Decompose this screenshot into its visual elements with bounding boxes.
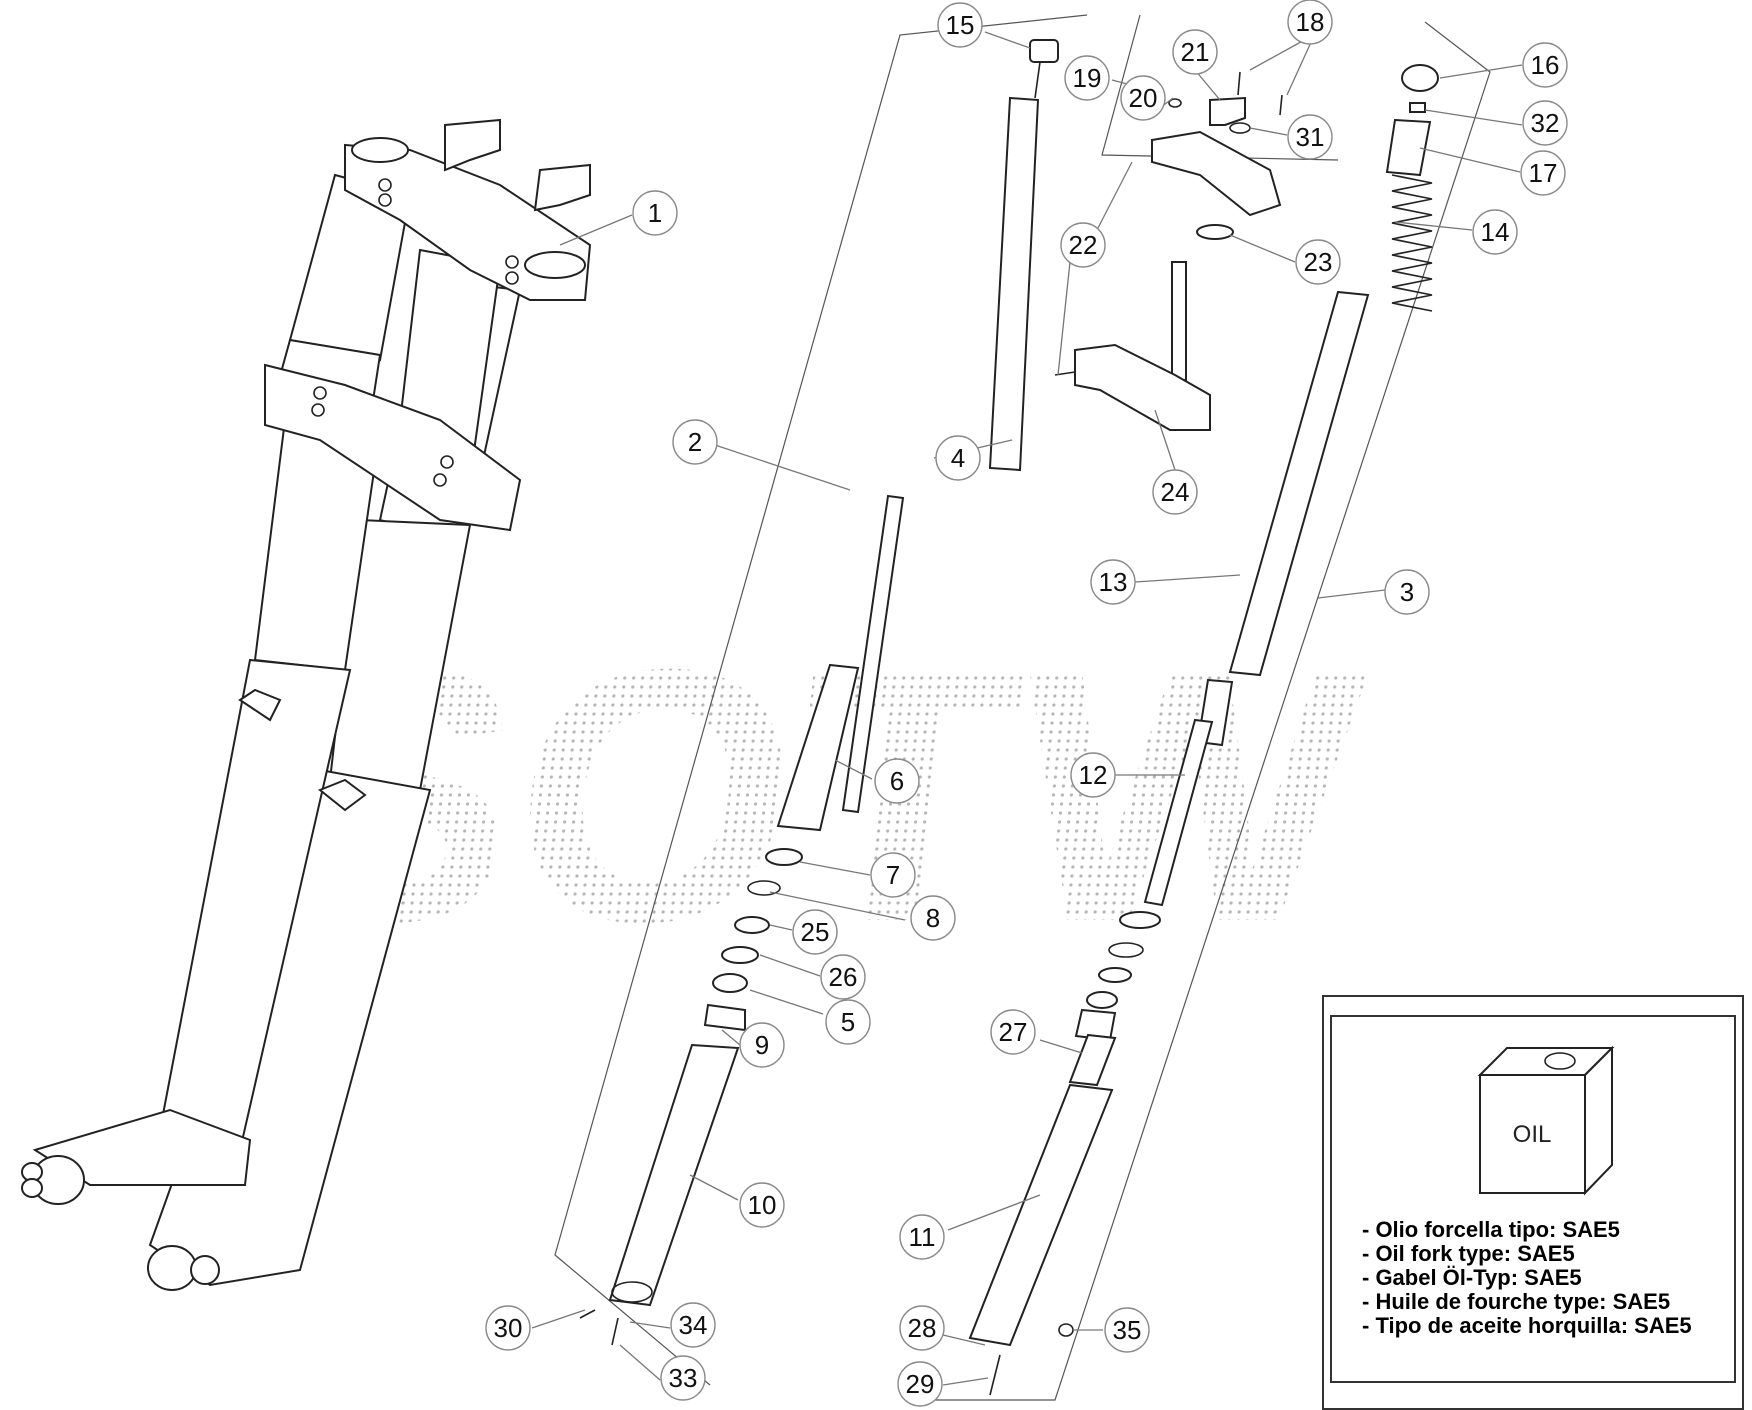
svg-text:26: 26 — [829, 962, 858, 992]
svg-text:35: 35 — [1113, 1315, 1142, 1345]
oil-note-es: - Tipo de aceite horquilla: SAE5 — [1362, 1313, 1692, 1338]
svg-text:27: 27 — [999, 1017, 1028, 1047]
svg-text:29: 29 — [906, 1369, 935, 1399]
callout-13: 13 — [1090, 559, 1136, 605]
callout-27: 27 — [990, 1009, 1036, 1055]
callout-25: 25 — [792, 909, 838, 955]
callout-11: 11 — [899, 1214, 945, 1260]
oil-can-label: OIL — [1513, 1121, 1552, 1148]
oil-notes: - Olio forcella tipo: SAE5 - Oil fork ty… — [1362, 1218, 1692, 1338]
callout-14: 14 — [1472, 209, 1518, 255]
svg-text:32: 32 — [1531, 108, 1560, 138]
svg-text:24: 24 — [1161, 477, 1190, 507]
svg-text:7: 7 — [886, 860, 900, 890]
callout-31: 31 — [1287, 114, 1333, 160]
svg-text:28: 28 — [908, 1313, 937, 1343]
callout-33: 33 — [660, 1355, 706, 1401]
callout-23: 23 — [1295, 239, 1341, 285]
svg-text:6: 6 — [890, 766, 904, 796]
svg-text:19: 19 — [1073, 63, 1102, 93]
svg-text:4: 4 — [951, 443, 965, 473]
callout-4: 4 — [935, 435, 981, 481]
svg-text:34: 34 — [679, 1310, 708, 1340]
callout-29: 29 — [897, 1361, 943, 1407]
svg-text:18: 18 — [1296, 7, 1325, 37]
callout-34: 34 — [670, 1302, 716, 1348]
svg-text:22: 22 — [1069, 230, 1098, 260]
callouts: 1 2 3 4 5 6 7 8 9 10 11 12 13 14 15 16 1… — [485, 0, 1568, 1407]
oil-info-inner-frame — [1330, 1015, 1736, 1383]
svg-text:3: 3 — [1400, 577, 1414, 607]
callout-5: 5 — [825, 999, 871, 1045]
svg-text:11: 11 — [909, 1222, 936, 1252]
left-leg-exploded — [554, 14, 1088, 1386]
callout-16: 16 — [1522, 42, 1568, 88]
oil-info-box — [1322, 995, 1744, 1410]
oil-note-it: - Olio forcella tipo: SAE5 — [1362, 1217, 1620, 1242]
svg-text:1: 1 — [648, 198, 662, 228]
callout-26: 26 — [820, 954, 866, 1000]
callout-9: 9 — [739, 1022, 785, 1068]
oil-note-fr: - Huile de fourche type: SAE5 — [1362, 1289, 1671, 1314]
callout-24: 24 — [1152, 469, 1198, 515]
svg-text:25: 25 — [801, 917, 830, 947]
svg-text:30: 30 — [494, 1313, 523, 1343]
svg-text:17: 17 — [1529, 158, 1558, 188]
assembled-fork — [21, 118, 592, 1291]
callout-20: 20 — [1120, 75, 1166, 121]
callout-1: 1 — [632, 190, 678, 236]
svg-text:14: 14 — [1481, 217, 1510, 247]
callout-28: 28 — [899, 1305, 945, 1351]
steering-head-exploded — [1054, 14, 1339, 431]
svg-text:33: 33 — [669, 1363, 698, 1393]
svg-text:8: 8 — [926, 903, 940, 933]
callout-2: 2 — [672, 419, 718, 465]
svg-text:5: 5 — [841, 1007, 855, 1037]
callout-18: 18 — [1287, 0, 1333, 45]
svg-text:16: 16 — [1531, 50, 1560, 80]
oil-note-en: - Oil fork type: SAE5 — [1362, 1241, 1575, 1266]
callout-6: 6 — [874, 758, 920, 804]
svg-text:21: 21 — [1181, 37, 1210, 67]
callout-7: 7 — [870, 852, 916, 898]
callout-8: 8 — [910, 895, 956, 941]
svg-text:2: 2 — [688, 427, 702, 457]
callout-22: 22 — [1060, 222, 1106, 268]
right-leg-exploded — [915, 21, 1491, 1401]
callout-30: 30 — [485, 1305, 531, 1351]
svg-text:23: 23 — [1304, 247, 1333, 277]
callout-21: 21 — [1172, 29, 1218, 75]
oil-note-de: - Gabel Öl-Typ: SAE5 — [1362, 1265, 1582, 1290]
callout-17: 17 — [1520, 150, 1566, 196]
svg-text:10: 10 — [748, 1190, 777, 1220]
callout-12: 12 — [1070, 752, 1116, 798]
callout-35: 35 — [1104, 1307, 1150, 1353]
svg-text:15: 15 — [946, 10, 975, 40]
svg-text:9: 9 — [755, 1030, 769, 1060]
callout-10: 10 — [739, 1182, 785, 1228]
oil-can-icon: OIL — [1477, 1045, 1615, 1196]
svg-text:13: 13 — [1099, 567, 1128, 597]
callout-3: 3 — [1384, 569, 1430, 615]
callout-19: 19 — [1064, 55, 1110, 101]
svg-text:12: 12 — [1079, 760, 1108, 790]
callout-15: 15 — [937, 2, 983, 48]
callout-32: 32 — [1522, 100, 1568, 146]
svg-text:20: 20 — [1129, 83, 1158, 113]
svg-text:31: 31 — [1296, 122, 1325, 152]
